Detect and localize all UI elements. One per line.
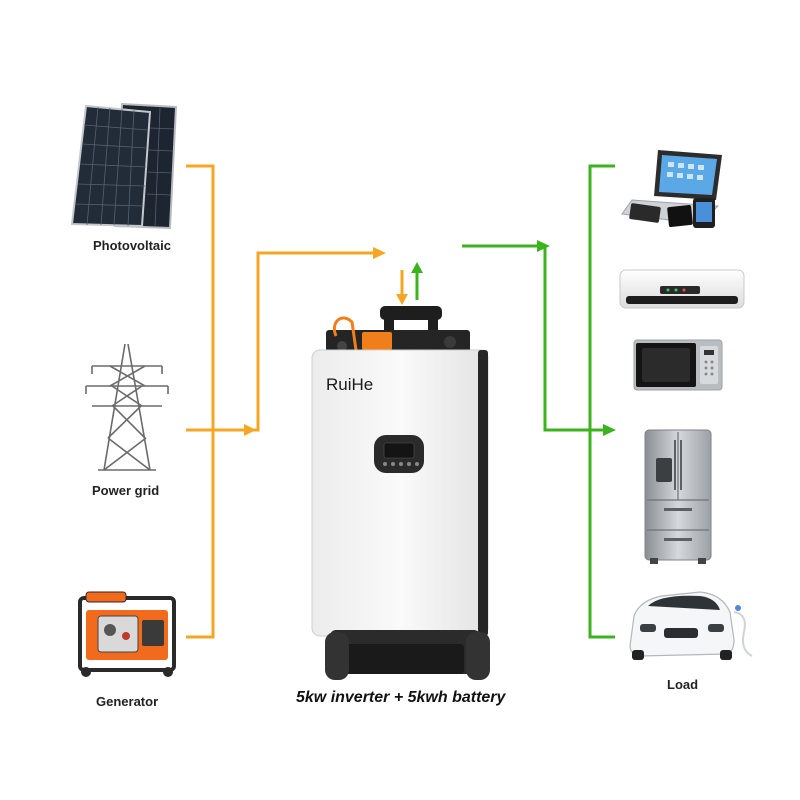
laptop-tablet-phone-icon — [621, 150, 722, 228]
load-branch-line — [543, 246, 603, 432]
generator-icon — [78, 591, 176, 677]
input-flow-arrows — [244, 247, 408, 436]
output-flow-arrows — [411, 240, 616, 436]
input-flow-lines — [186, 164, 404, 639]
transmission-tower-icon — [85, 343, 169, 471]
load-bus-line — [588, 164, 615, 639]
arrow-right-icon — [537, 240, 550, 252]
load-label: Load — [667, 677, 698, 692]
output-flow-lines — [415, 164, 615, 639]
pv-flow-line — [186, 164, 215, 639]
refrigerator-icon — [644, 429, 712, 564]
cable-icon — [333, 316, 358, 351]
arrow-right-icon — [244, 424, 256, 436]
arrow-right-icon — [603, 424, 616, 436]
wheel-icon — [325, 632, 349, 680]
solar-panel-icon — [70, 102, 178, 230]
source-label-photovoltaic: Photovoltaic — [93, 238, 171, 253]
microwave-icon — [633, 339, 723, 391]
device-caption: 5kw inverter + 5kwh battery — [296, 689, 507, 706]
arrow-up-icon — [411, 262, 423, 273]
arrow-right-icon — [373, 247, 386, 259]
device-handle — [380, 306, 442, 320]
source-label-generator: Generator — [96, 694, 158, 709]
electric-car-icon — [629, 591, 753, 660]
air-conditioner-icon — [619, 269, 745, 309]
wheel-icon — [466, 632, 490, 680]
inverter-battery-unit — [311, 306, 490, 680]
device-brand: RuiHe — [326, 375, 373, 394]
arrow-down-icon — [396, 294, 408, 305]
source-label-power-grid: Power grid — [92, 483, 159, 498]
